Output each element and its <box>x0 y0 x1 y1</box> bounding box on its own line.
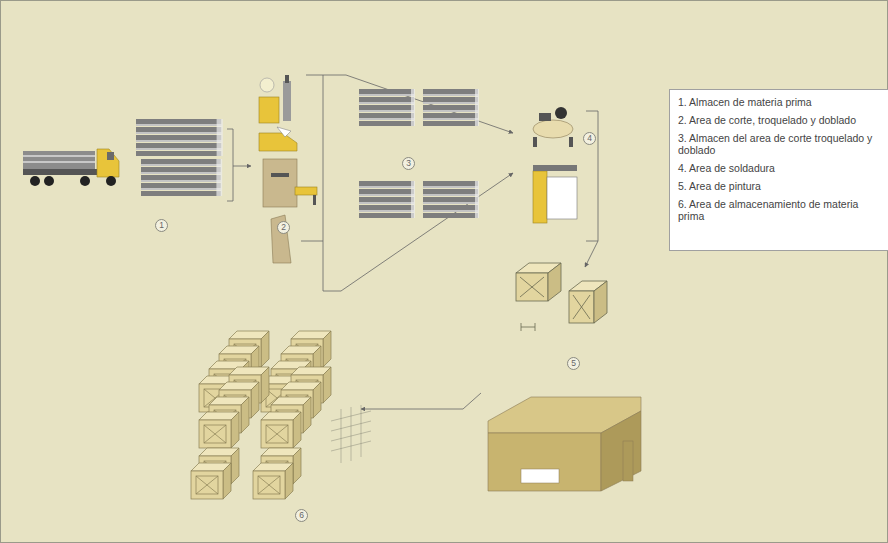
truck <box>107 152 114 160</box>
finished-goods-stack <box>191 463 231 499</box>
callout-number: 2 <box>277 221 290 234</box>
raw-material-stack <box>136 119 223 156</box>
legend-entry: 2. Area de corte, troquelado y doblado <box>678 114 882 126</box>
welded-frames <box>594 281 607 323</box>
bracket-line <box>306 75 341 291</box>
finished-goods-stack <box>253 463 293 499</box>
welded-frames <box>516 263 607 331</box>
leader-line <box>361 393 481 409</box>
legend-entry: 4. Area de soldadura <box>678 162 882 174</box>
welded-frames <box>521 323 535 331</box>
cutting-machines <box>263 159 297 207</box>
paint-building <box>488 397 641 491</box>
bracket-line <box>346 75 513 133</box>
cutting-machines <box>260 78 274 92</box>
cutting-machines <box>283 81 291 121</box>
truck <box>97 149 119 177</box>
finished-goods-stack <box>191 331 371 499</box>
cutting-machines <box>259 75 317 263</box>
welding-equipment <box>533 107 577 223</box>
welding-equipment <box>539 113 551 121</box>
truck <box>30 176 40 186</box>
callout-number: 1 <box>155 219 168 232</box>
paint-building <box>488 433 601 491</box>
truck <box>23 149 119 186</box>
welded-frames <box>569 291 594 323</box>
raw-material-stack <box>136 119 223 196</box>
finished-goods-stack <box>199 412 239 448</box>
cutting-machines <box>259 133 297 151</box>
bracket-line <box>301 241 323 242</box>
cut-parts-stacks <box>359 89 415 126</box>
welding-equipment <box>533 137 537 147</box>
leader-line <box>361 393 481 409</box>
welding-equipment <box>533 171 547 223</box>
bracket-line <box>323 75 346 76</box>
cutting-machines <box>277 127 291 137</box>
finished-goods-stack <box>331 405 371 463</box>
legend-entry: 1. Almacen de materia prima <box>678 96 882 108</box>
truck <box>23 151 95 169</box>
bracket-line <box>227 129 233 201</box>
truck <box>23 155 95 157</box>
truck <box>106 176 116 186</box>
welded-frames <box>548 263 561 301</box>
truck <box>23 161 95 163</box>
bracket-line <box>233 166 251 167</box>
paint-building <box>601 411 641 491</box>
cutting-machines <box>295 187 317 195</box>
cutting-machines <box>271 215 291 263</box>
cut-parts-stacks <box>359 89 479 218</box>
cutting-machines <box>271 173 289 177</box>
bracket-line <box>341 173 513 291</box>
truck <box>44 176 54 186</box>
bracket-line <box>227 129 251 201</box>
paint-building <box>521 469 559 483</box>
legend-entry: 5. Area de pintura <box>678 180 882 192</box>
bracket-line <box>301 75 513 291</box>
legend-entry: 6. Area de almacenamiento de materia pri… <box>678 198 882 222</box>
welded-frames <box>573 295 590 319</box>
cut-parts-stacks <box>423 89 479 126</box>
paint-building <box>623 441 633 481</box>
cutting-machines <box>259 97 279 123</box>
cut-parts-stacks <box>359 181 415 218</box>
welded-frames <box>516 273 548 301</box>
cutting-machines <box>285 75 289 83</box>
callout-number: 4 <box>583 132 596 145</box>
callout-number: 6 <box>295 509 308 522</box>
raw-material-stack <box>141 159 222 196</box>
bracket-line <box>586 111 598 241</box>
welding-equipment <box>533 165 577 171</box>
welding-equipment <box>547 177 577 219</box>
callout-number: 3 <box>402 157 415 170</box>
welding-equipment <box>533 120 573 138</box>
welding-equipment <box>555 107 567 119</box>
truck <box>80 176 90 186</box>
cutting-machines <box>313 195 316 205</box>
finished-goods-stack <box>261 412 301 448</box>
cut-parts-stacks <box>423 181 479 218</box>
callout-number: 5 <box>567 357 580 370</box>
legend-entry: 3. Almacen del area de corte troquelado … <box>678 132 882 156</box>
legend-box: 1. Almacen de materia prima 2. Area de co… <box>669 89 888 251</box>
welding-equipment <box>569 137 573 147</box>
bracket-line <box>585 241 598 267</box>
welded-frames <box>520 277 544 297</box>
